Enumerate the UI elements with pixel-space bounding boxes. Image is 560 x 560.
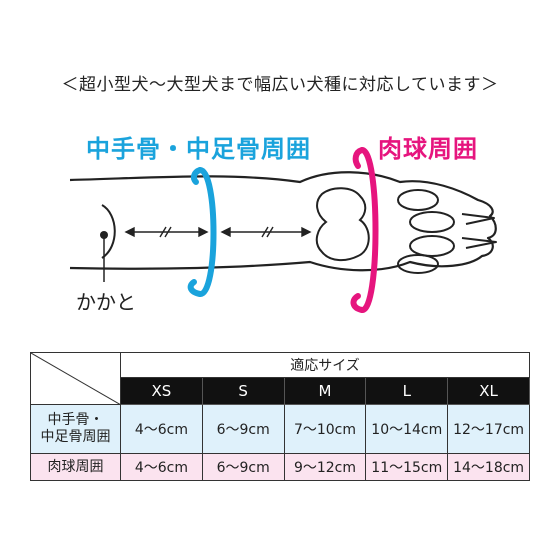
claw-1 — [461, 213, 495, 225]
row-label-metacarpal: 中手骨・ 中足骨周囲 — [30, 404, 121, 454]
table-cell: 9〜12cm — [283, 453, 367, 481]
size-xl: XL — [447, 377, 530, 405]
table-cell: 7〜10cm — [283, 404, 367, 454]
table-cell: 6〜9cm — [201, 404, 285, 454]
headline: ＜超小型犬〜大型犬まで幅広い犬種に対応しています＞ — [61, 75, 499, 95]
table-corner — [30, 352, 121, 405]
ring-metacarpal — [197, 167, 217, 297]
group-header: 適応サイズ — [120, 352, 530, 378]
size-header-row: XS S M L XL — [31, 377, 530, 405]
label-metacarpal: 中手骨・中足骨周囲 — [86, 135, 311, 163]
table-cell: 12〜17cm — [447, 404, 530, 454]
heel-curve — [101, 204, 116, 259]
size-s: S — [201, 377, 285, 405]
row-label-pad: 肉球周囲 — [30, 453, 121, 481]
toe-1 — [397, 189, 439, 211]
label-heel: かかと — [76, 290, 136, 314]
size-m: M — [283, 377, 367, 405]
measure-arrow-right — [220, 226, 312, 238]
table-cell: 10〜14cm — [365, 404, 449, 454]
paw-illustration — [69, 147, 497, 313]
main-pad — [315, 187, 370, 262]
measure-arrow-left — [124, 226, 209, 238]
label-pad: 肉球周囲 — [378, 135, 478, 163]
toe-4 — [397, 254, 439, 274]
table-cell: 4〜6cm — [120, 453, 203, 481]
toe-2 — [409, 211, 455, 233]
ring-pad — [359, 147, 379, 313]
table-row-pad: 肉球周囲 4〜6cm 6〜9cm 9〜12cm 11〜15cm 14〜18cm — [30, 453, 530, 481]
table-cell: 14〜18cm — [447, 453, 530, 481]
size-xs: XS — [120, 377, 203, 405]
claw-2 — [461, 237, 497, 249]
table-row-metacarpal: 中手骨・ 中足骨周囲 4〜6cm 6〜9cm 7〜10cm 10〜14cm 12… — [30, 404, 530, 454]
row-label-line2: 中足骨周囲 — [40, 429, 111, 445]
table-cell: 6〜9cm — [201, 453, 285, 481]
size-table: 適応サイズ XS S M L XL 中手骨・ 中足骨周囲 4〜6cm 6〜9cm… — [30, 352, 530, 481]
table-cell: 11〜15cm — [365, 453, 449, 481]
row-label-line1: 中手骨・ — [47, 412, 104, 428]
table-cell: 4〜6cm — [120, 404, 203, 454]
leg-outline — [69, 171, 497, 272]
size-l: L — [365, 377, 449, 405]
toe-3 — [409, 235, 455, 257]
